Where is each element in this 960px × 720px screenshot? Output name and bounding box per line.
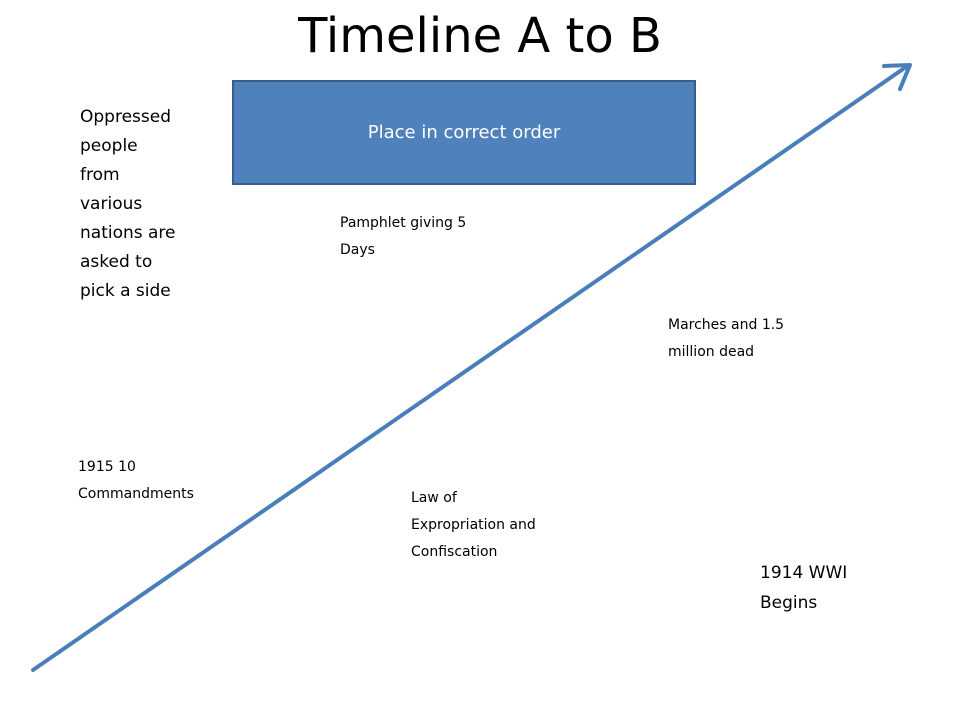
slide-title: Timeline A to B xyxy=(298,8,662,64)
event-oppressed-people: Oppressed people from various nations ar… xyxy=(80,107,176,301)
place-in-order-box: Place in correct order xyxy=(232,80,696,185)
timeline-arrow-head xyxy=(882,63,912,91)
event-pamphlet: Pamphlet giving 5 Days xyxy=(340,215,467,258)
event-wwi-begins: 1914 WWI Begins xyxy=(760,563,848,613)
event-commandments: 1915 10 Commandments xyxy=(78,459,194,502)
event-law-of-expropriation: Law of Expropriation and Confiscation xyxy=(411,490,536,560)
place-in-order-label: Place in correct order xyxy=(367,122,561,143)
event-marches: Marches and 1.5 million dead xyxy=(668,317,785,360)
timeline-arrow-shaft xyxy=(31,65,908,672)
